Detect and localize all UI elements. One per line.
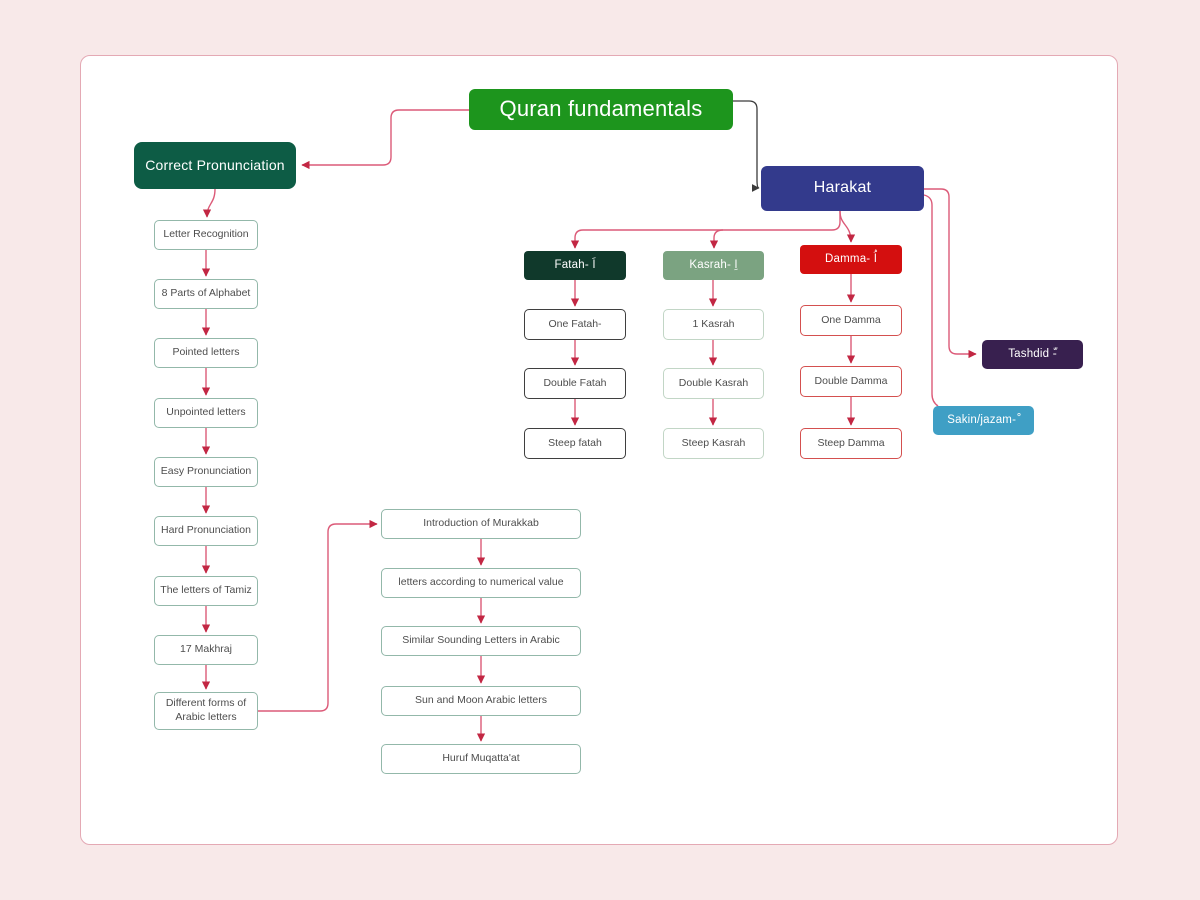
node-tashdid[interactable]: Tashdid -ّ [982,340,1083,369]
node-one-damma[interactable]: One Damma [800,305,902,336]
node-easy-pronunciation[interactable]: Easy Pronunciation [154,457,258,487]
connector-harakat-sakin [923,194,939,407]
node-harakat[interactable]: Harakat [761,166,924,211]
mindmap-canvas: Quran fundamentals Correct Pronunciation… [80,55,1118,845]
node-17-makhraj[interactable]: 17 Makhraj [154,635,258,665]
node-double-damma[interactable]: Double Damma [800,366,902,397]
connector-harakat-kasrah [709,229,724,249]
node-letter-recognition[interactable]: Letter Recognition [154,220,258,250]
connector-harakat-damma [839,210,856,243]
node-steep-fatah[interactable]: Steep fatah [524,428,626,459]
node-correct-pronunciation[interactable]: Correct Pronunciation [134,142,296,189]
node-sakin-jazam[interactable]: Sakin/jazam- ْ [933,406,1034,435]
node-hard-pronunciation[interactable]: Hard Pronunciation [154,516,258,546]
node-one-fatah[interactable]: One Fatah- [524,309,626,340]
node-sun-moon-letters[interactable]: Sun and Moon Arabic letters [381,686,581,716]
connector-root-correct [301,109,469,170]
node-steep-kasrah[interactable]: Steep Kasrah [663,428,764,459]
connector-harakat-fatah [570,211,841,249]
node-double-kasrah[interactable]: Double Kasrah [663,368,764,399]
node-similar-sounding-letters[interactable]: Similar Sounding Letters in Arabic [381,626,581,656]
node-letters-numerical-value[interactable]: letters according to numerical value [381,568,581,598]
node-double-fatah[interactable]: Double Fatah [524,368,626,399]
node-1-kasrah[interactable]: 1 Kasrah [663,309,764,340]
node-steep-damma[interactable]: Steep Damma [800,428,902,459]
node-damma-header[interactable]: Damma- اُ [800,245,902,274]
node-8-parts-of-alphabet[interactable]: 8 Parts of Alphabet [154,279,258,309]
node-pointed-letters[interactable]: Pointed letters [154,338,258,368]
connector-correct-chain [202,188,216,218]
node-different-forms[interactable]: Different forms of Arabic letters [154,692,258,730]
node-huruf-muqattaat[interactable]: Huruf Muqatta'at [381,744,581,774]
node-kasrah-header[interactable]: Kasrah- اِ [663,251,764,280]
node-introduction-murakkab[interactable]: Introduction of Murakkab [381,509,581,539]
connector-root-harakat [733,100,760,192]
connector-harakat-tashdid [924,188,977,359]
node-letters-of-tamiz[interactable]: The letters of Tamiz [154,576,258,606]
node-fatah-header[interactable]: Fatah- اَ [524,251,626,280]
node-quran-fundamentals[interactable]: Quran fundamentals [469,89,733,130]
connector-forms-murakkab [258,519,378,712]
node-unpointed-letters[interactable]: Unpointed letters [154,398,258,428]
